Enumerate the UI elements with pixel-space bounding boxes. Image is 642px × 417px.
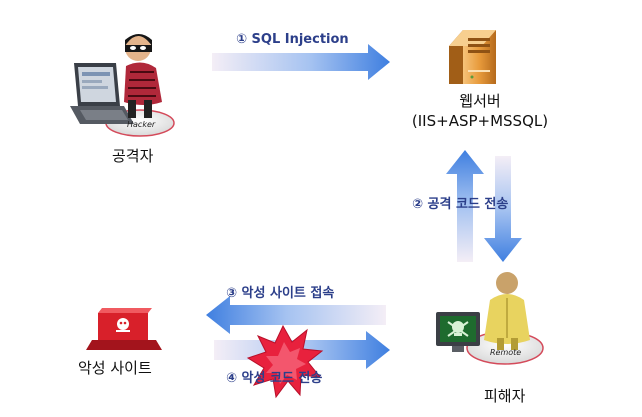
step-3-label: ③ 악성 사이트 접속 xyxy=(226,286,335,301)
arrow-server-up xyxy=(446,150,484,262)
victim-icon xyxy=(436,272,544,365)
webserver-stack-label: (IIS+ASP+MSSQL) xyxy=(411,112,549,130)
step-4-label: ④ 악성 코드 전송 xyxy=(226,371,323,386)
hacker-icon xyxy=(70,34,175,137)
arrow-sql-injection xyxy=(212,44,390,80)
arrow-malicious-site-connect xyxy=(206,296,386,334)
step-2-label: ② 공격 코드 전송 xyxy=(412,197,509,212)
hacker-badge: Hacker xyxy=(127,120,156,129)
attacker-label: 공격자 xyxy=(112,147,154,165)
webserver-label: 웹서버 xyxy=(459,92,501,110)
step-1-label: ① SQL Injection xyxy=(236,32,349,47)
malicious-site-label: 악성 사이트 xyxy=(78,359,152,377)
victim-badge: Remote xyxy=(490,348,521,357)
malicious-site-icon xyxy=(86,308,162,350)
arrow-attack-code-down xyxy=(484,156,522,262)
victim-label: 피해자 xyxy=(484,387,526,405)
webserver-icon xyxy=(449,30,496,84)
explosion-burst-icon xyxy=(246,324,324,399)
